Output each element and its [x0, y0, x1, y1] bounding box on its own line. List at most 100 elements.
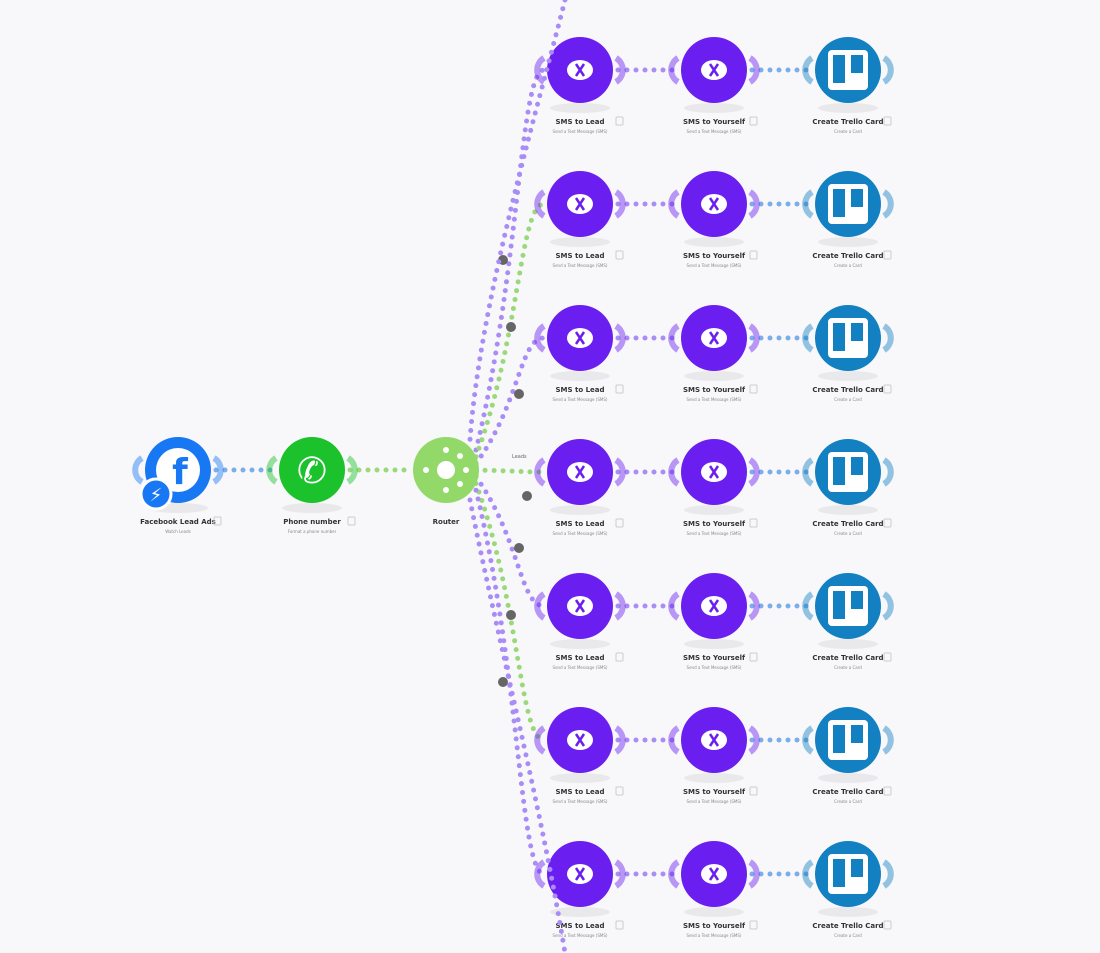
note-icon[interactable] — [615, 920, 624, 930]
module-subtitle: Create a Card — [834, 531, 862, 536]
output-handle[interactable] — [614, 55, 626, 85]
note-icon[interactable] — [749, 920, 758, 930]
filter-wrench-icon[interactable] — [522, 491, 532, 501]
router-icon — [437, 461, 455, 479]
output-handle[interactable] — [882, 591, 894, 621]
note-icon[interactable] — [883, 518, 892, 528]
output-handle[interactable] — [882, 323, 894, 353]
note-icon[interactable] — [615, 116, 624, 126]
route-link[interactable] — [473, 474, 547, 609]
route-link[interactable] — [473, 67, 547, 453]
output-handle[interactable] — [614, 859, 626, 889]
output-handle[interactable] — [882, 189, 894, 219]
module-subtitle: Create a Card — [834, 263, 862, 268]
output-handle[interactable] — [748, 323, 760, 353]
note-icon[interactable] — [615, 786, 624, 796]
note-icon[interactable] — [749, 384, 758, 394]
output-handle[interactable] — [748, 189, 760, 219]
module-label: SMS to Lead — [555, 922, 604, 930]
note-icon[interactable] — [615, 652, 624, 662]
output-handle[interactable] — [614, 189, 626, 219]
sms-icon — [567, 328, 593, 348]
output-handle[interactable] — [346, 455, 358, 485]
sms-icon — [701, 730, 727, 750]
note-icon[interactable] — [883, 116, 892, 126]
note-icon[interactable] — [883, 786, 892, 796]
route-link[interactable] — [473, 201, 547, 460]
output-handle[interactable] — [614, 725, 626, 755]
output-handle[interactable] — [748, 457, 760, 487]
output-handle[interactable] — [882, 859, 894, 889]
output-handle[interactable] — [614, 323, 626, 353]
output-handle[interactable] — [882, 55, 894, 85]
note-icon[interactable] — [749, 652, 758, 662]
note-icon[interactable] — [883, 384, 892, 394]
input-handle — [802, 457, 814, 487]
filter-wrench-icon[interactable] — [498, 677, 508, 687]
module-subtitle: Send a Text Message (SMS) — [687, 129, 742, 134]
route-link[interactable] — [473, 335, 547, 466]
note-icon[interactable] — [347, 516, 356, 526]
input-handle — [668, 859, 680, 889]
note-icon[interactable] — [749, 518, 758, 528]
output-handle[interactable] — [748, 859, 760, 889]
route-link[interactable] — [473, 487, 547, 877]
note-icon[interactable] — [749, 250, 758, 260]
route-link[interactable] — [473, 467, 547, 475]
note-icon[interactable] — [749, 786, 758, 796]
sms-icon — [701, 328, 727, 348]
note-icon[interactable] — [615, 518, 624, 528]
note-icon[interactable] — [883, 920, 892, 930]
note-icon[interactable] — [615, 250, 624, 260]
filter-wrench-icon[interactable] — [506, 610, 516, 620]
output-handle[interactable] — [212, 455, 224, 485]
output-handle[interactable] — [882, 725, 894, 755]
route-link-overflow[interactable] — [467, 497, 568, 953]
filter-wrench-icon[interactable] — [506, 322, 516, 332]
output-handle[interactable] — [882, 457, 894, 487]
input-handle — [802, 189, 814, 219]
note-icon[interactable] — [749, 116, 758, 126]
note-icon[interactable] — [883, 250, 892, 260]
output-handle[interactable] — [748, 55, 760, 85]
module-subtitle: Send a Text Message (SMS) — [687, 933, 742, 938]
router-node[interactable]: Router — [413, 437, 479, 526]
filter-wrench-icon[interactable] — [514, 543, 524, 553]
module-label: SMS to Lead — [555, 520, 604, 528]
output-handle[interactable] — [748, 591, 760, 621]
filter-label[interactable]: Leads — [512, 454, 527, 460]
note-icon[interactable] — [213, 516, 222, 526]
note-icon[interactable] — [883, 652, 892, 662]
output-handle[interactable] — [614, 457, 626, 487]
route-link[interactable] — [473, 481, 547, 743]
output-handle[interactable] — [614, 591, 626, 621]
note-icon[interactable] — [615, 384, 624, 394]
output-handle[interactable] — [748, 725, 760, 755]
filter-wrench-icon[interactable] — [514, 389, 524, 399]
module-subtitle: Send a Text Message (SMS) — [553, 397, 608, 402]
